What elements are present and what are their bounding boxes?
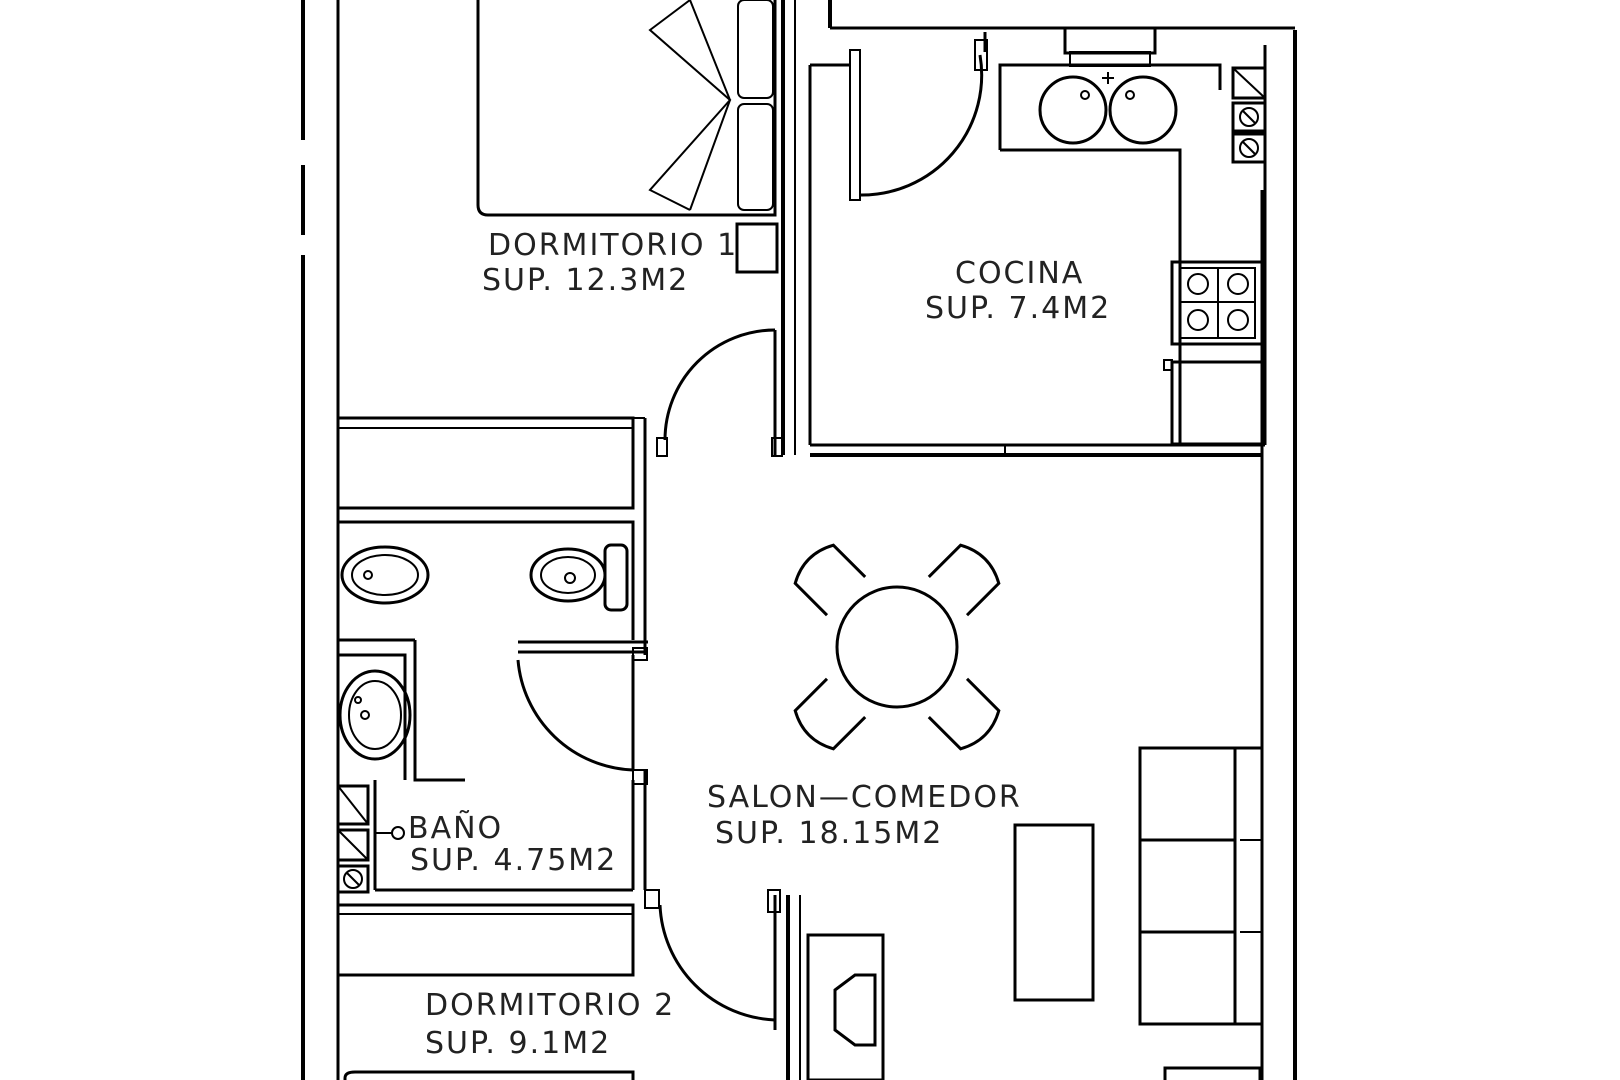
kitchen-counter [998, 26, 1222, 445]
sofa [1138, 746, 1264, 1026]
room-name-salon: SALON—COMEDOR [707, 780, 1022, 815]
room-name-dormitorio-2: DORMITORIO 2 [425, 988, 675, 1023]
bathroom-door [516, 659, 634, 772]
bottom-right-fixture [1163, 1066, 1262, 1080]
dining-chairs [793, 543, 1001, 751]
room-name-dormitorio-1: DORMITORIO 1 [488, 228, 738, 263]
label-salon-comedor: SALON—COMEDOR SUP. 18.15M2 [707, 780, 1022, 851]
door-dormitorio-1 [656, 328, 783, 457]
washbasin-icon [338, 669, 412, 761]
door-kitchen [849, 39, 988, 201]
sink-icon [1038, 72, 1178, 145]
coffee-table [1013, 823, 1095, 1002]
closet-upper [336, 416, 645, 510]
room-name-bano: BAÑO [408, 810, 503, 846]
kitchen-opening [820, 443, 1000, 457]
label-dormitorio-1: DORMITORIO 1 SUP. 12.3M2 [482, 228, 738, 298]
dining-table [835, 585, 959, 709]
bidet-icon [340, 545, 430, 605]
label-cocina: COCINA SUP. 7.4M2 [925, 256, 1111, 326]
stove-icon [1170, 260, 1264, 346]
fridge-icon [1163, 359, 1264, 446]
kitchen-walls [808, 32, 1267, 457]
kitchen-appliance-column [1231, 66, 1267, 164]
interior-wall-salon-d2 [786, 895, 801, 1080]
label-dormitorio-2: DORMITORIO 2 SUP. 9.1M2 [425, 988, 675, 1061]
room-name-cocina: COCINA [955, 256, 1084, 291]
room-area-dormitorio-2: SUP. 9.1M2 [425, 1026, 611, 1061]
door-dormitorio-2 [658, 889, 781, 1030]
bed-dormitorio-1 [476, 0, 777, 217]
interior-wall-d1-cocina [781, 0, 796, 455]
nightstand [735, 222, 779, 274]
tv-unit [806, 933, 885, 1080]
toilet-icon [529, 543, 629, 612]
room-area-dormitorio-1: SUP. 12.3M2 [482, 263, 689, 298]
closet-lower [336, 889, 660, 977]
water-heater-icon [336, 784, 405, 894]
room-area-cocina: SUP. 7.4M2 [925, 291, 1111, 326]
room-area-salon: SUP. 18.15M2 [715, 816, 943, 851]
label-bano: BAÑO SUP. 4.75M2 [408, 810, 617, 878]
bed-dormitorio-2 [343, 1070, 635, 1080]
room-area-bano: SUP. 4.75M2 [410, 843, 617, 878]
